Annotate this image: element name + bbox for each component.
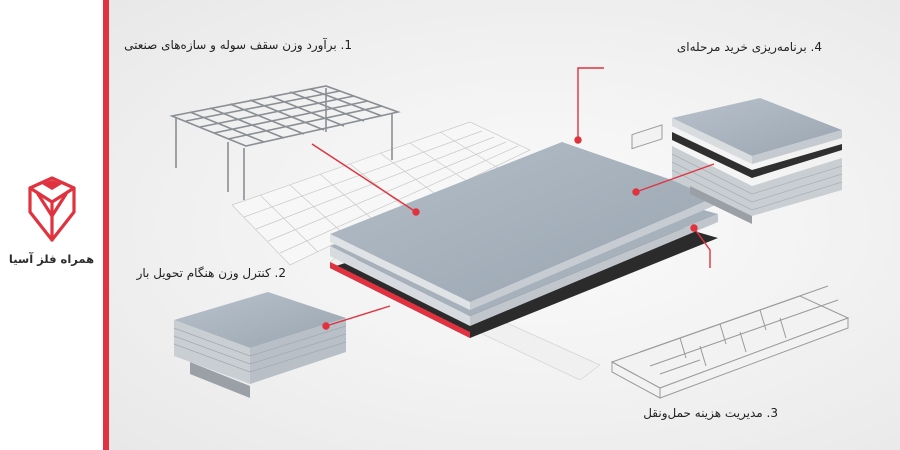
roof-frame: [169, 85, 401, 200]
label-item3: 3. مدیریت هزینه حمل‌ونقل: [643, 406, 778, 420]
brand-logo-icon: [28, 176, 76, 242]
left-stack: [173, 292, 347, 398]
callout-lines: [311, 67, 715, 330]
brand-sidebar: همراه فلز آسیا: [0, 0, 103, 450]
main-sheets: [330, 142, 718, 338]
pallet: [610, 124, 850, 399]
label-item2: 2. کنترل وزن هنگام تحویل بار: [136, 266, 286, 280]
brand-name: همراه فلز آسیا: [8, 252, 95, 266]
floor-grid: [231, 121, 531, 266]
label-item1: 1. برآورد وزن سقف سوله و سازه‌های صنعتی: [124, 38, 352, 52]
sidebar-accent-bar: [103, 0, 109, 450]
right-stack: [671, 98, 843, 224]
label-item4: 4. برنامه‌ریزی خرید مرحله‌ای: [676, 40, 822, 54]
